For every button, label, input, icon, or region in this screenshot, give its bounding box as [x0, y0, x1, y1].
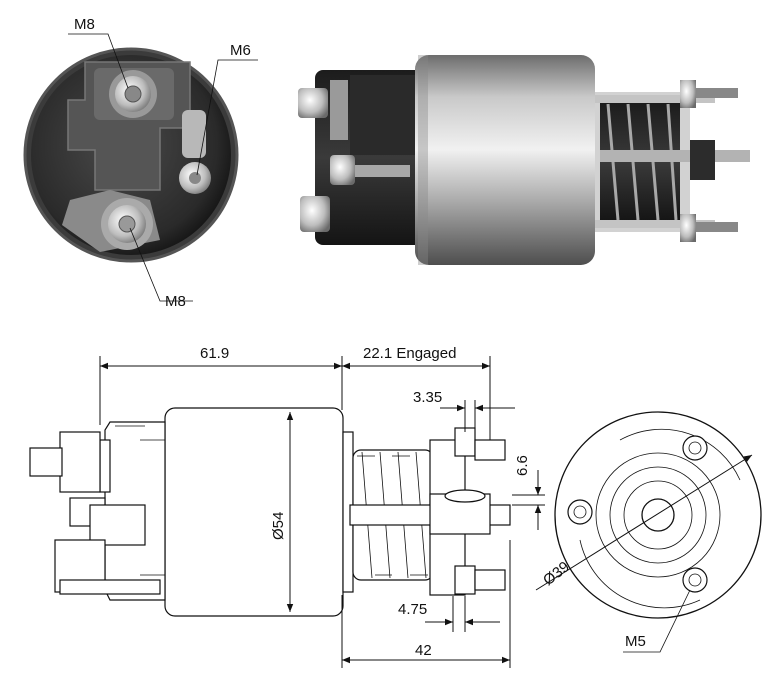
dim-stud-height: 6.6	[514, 455, 531, 476]
label-bottom-terminal: M8	[165, 293, 186, 310]
dim-stud-offset: 3.35	[413, 389, 442, 406]
front-center-hole	[641, 498, 675, 532]
mount-stud-bottom	[454, 565, 476, 595]
dim-body-length: 61.9	[200, 345, 229, 362]
side-view-photo	[298, 55, 750, 265]
dim-body-diameter: Ø54	[270, 512, 287, 540]
body-outline	[164, 407, 344, 617]
front-view-drawing: Ø39 M5	[535, 411, 762, 653]
top-terminal-stud	[109, 70, 157, 118]
dim-engaged-travel: 22.1 Engaged	[363, 345, 456, 362]
dim-flange-thickness: 4.75	[398, 601, 427, 618]
small-terminal-stud	[179, 110, 211, 194]
mount-stud-top	[454, 427, 476, 457]
label-mount-thread: M5	[625, 633, 646, 650]
mount-hole-left	[567, 499, 593, 525]
mount-hole-bottom	[682, 567, 708, 593]
label-top-terminal: M8	[74, 16, 95, 33]
label-small-terminal: M6	[230, 42, 251, 59]
upper-stud	[29, 447, 63, 477]
middle-terminal	[89, 504, 146, 546]
dimensions-side: 61.9 22.1 Engaged 3.35 6.6 Ø54 4.75 42	[99, 345, 545, 668]
side-view-drawing	[29, 407, 511, 617]
mount-hole-top	[682, 435, 708, 461]
dim-total-length: 42	[415, 642, 432, 659]
upper-stud-nut	[59, 431, 101, 493]
bottom-terminal-stud	[62, 190, 160, 252]
end-view-photo: M8 M6 M8	[23, 16, 258, 310]
